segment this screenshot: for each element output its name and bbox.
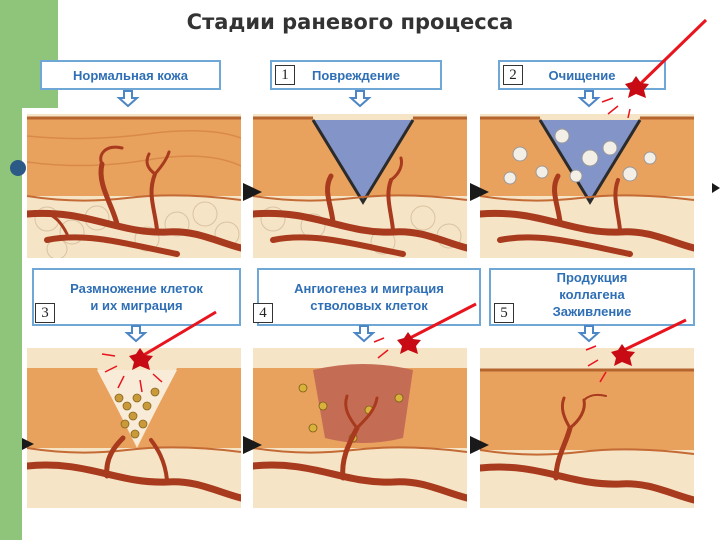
right-arrow-icon <box>22 183 720 454</box>
skin-panel-cleansing <box>480 114 694 258</box>
skin-panel-proliferation <box>27 348 241 508</box>
skin-panel-injury <box>253 114 467 258</box>
stage-label-text: Продукция коллагена Заживление <box>552 270 632 319</box>
stage-number-1: 1 <box>275 65 295 85</box>
stage-label-text: Очищение <box>548 67 616 83</box>
laser-beam-icon <box>101 310 217 393</box>
down-arrow-icon <box>116 90 601 343</box>
skin-panel-normal <box>27 114 241 258</box>
stage-number-3: 3 <box>35 303 55 323</box>
bullet-dot <box>10 160 26 176</box>
stage-number-4: 4 <box>253 303 273 323</box>
stage-label-angiogenesis: Ангиогенез и миграция стволовых клеток <box>257 268 481 326</box>
stage-label-text: Нормальная кожа <box>72 67 188 83</box>
stage-label-text: Ангиогенез и миграция стволовых клеток <box>294 281 444 313</box>
stage-label-cleansing: Очищение <box>498 60 666 90</box>
stage-label-cell-proliferation: Размножение клеток и их миграция <box>32 268 241 326</box>
laser-beam-icon <box>585 318 687 383</box>
stage-label-normal-skin: Нормальная кожа <box>40 60 221 90</box>
stage-label-text: Повреждение <box>311 67 401 83</box>
stage-label-text: Размножение клеток и их миграция <box>70 281 203 313</box>
stage-label-injury: Повреждение <box>270 60 442 90</box>
stage-number-5: 5 <box>494 303 514 323</box>
laser-beam-icon <box>373 302 477 359</box>
skin-panel-healing <box>480 348 694 508</box>
page-title: Стадии раневого процесса <box>186 10 514 34</box>
laser-beam-icon <box>601 18 708 119</box>
stage-number-2: 2 <box>503 65 523 85</box>
skin-panel-angiogenesis <box>253 348 467 508</box>
